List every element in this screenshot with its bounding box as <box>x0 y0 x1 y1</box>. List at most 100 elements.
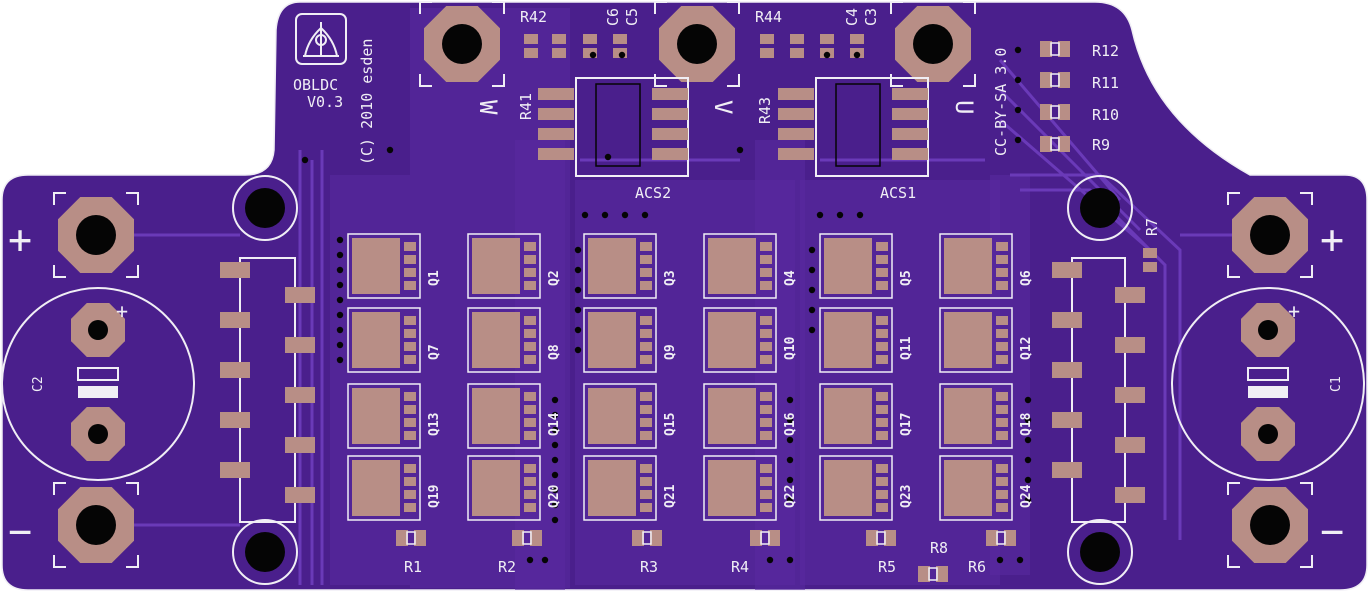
via <box>1024 476 1032 484</box>
res-label-r9: R9 <box>1092 136 1110 154</box>
silk-bracket <box>727 1 740 14</box>
phase-label-w: W <box>474 100 502 115</box>
mosfet-outline <box>467 233 541 299</box>
mosfet <box>703 455 777 521</box>
mosfet-tab <box>708 312 756 368</box>
ic-pin <box>892 148 928 160</box>
mosfet <box>703 383 777 449</box>
smd-pad <box>1058 72 1070 88</box>
mosfet-pin <box>640 242 652 251</box>
ic-pin <box>652 148 688 160</box>
ic-pin <box>892 128 928 140</box>
via <box>766 556 774 564</box>
copper-zone <box>990 175 1030 575</box>
mounting-hole <box>232 175 298 241</box>
mosfet-pin <box>404 392 416 401</box>
mosfet <box>939 383 1013 449</box>
smd-pad <box>1040 72 1052 88</box>
cap-plus-right: + <box>1288 299 1300 323</box>
via <box>386 146 394 154</box>
mosfet-pin <box>876 392 888 401</box>
mosfet <box>347 455 421 521</box>
mosfet-pin <box>524 342 536 351</box>
mosfet-pin <box>760 255 772 264</box>
polarity-plus-left: + <box>8 217 32 263</box>
ic-pin <box>538 148 574 160</box>
via <box>786 436 794 444</box>
mosfet-pin <box>876 316 888 325</box>
via <box>808 326 816 334</box>
smd-small <box>790 34 804 58</box>
via <box>786 556 794 564</box>
smd-pad <box>583 34 597 44</box>
smd-pad <box>918 566 930 582</box>
silk-bracket <box>963 1 976 14</box>
side-pad <box>1052 262 1082 278</box>
res-label-r43: R43 <box>756 97 774 124</box>
smd-pad <box>790 48 804 58</box>
smd-outline <box>406 531 416 545</box>
via <box>808 266 816 274</box>
smd-pad <box>1040 136 1052 152</box>
smd-pad <box>512 530 524 546</box>
ic-pin <box>652 88 688 100</box>
side-pad <box>1115 337 1145 353</box>
capacitor-hole <box>1258 320 1278 340</box>
mounting-hole-drill <box>245 188 285 228</box>
trace <box>1020 188 1167 520</box>
mosfet-pin <box>640 329 652 338</box>
silk-bracket <box>1227 482 1240 495</box>
mosfet <box>467 455 541 521</box>
via <box>574 346 582 354</box>
mosfet-pin <box>760 392 772 401</box>
mounting-hole-drill <box>1080 532 1120 572</box>
mosfet <box>703 233 777 299</box>
mosfet-pin <box>760 316 772 325</box>
smd-small <box>524 34 538 58</box>
mosfet-pin <box>876 342 888 351</box>
via <box>574 306 582 314</box>
via <box>604 153 612 161</box>
mosfet-pin <box>404 355 416 364</box>
mosfet-outline <box>819 455 893 521</box>
silk-bracket <box>654 1 667 14</box>
via <box>621 211 629 219</box>
mosfet <box>467 383 541 449</box>
side-pad <box>220 312 250 328</box>
copper-zone <box>330 175 410 585</box>
mosfet-outline <box>703 383 777 449</box>
smd-resistor-r7 <box>1143 248 1157 272</box>
mosfet-pin <box>996 503 1008 512</box>
oshw-tree-logo-icon <box>303 22 339 57</box>
smd-pad <box>524 48 538 58</box>
side-component <box>220 257 315 523</box>
terminal-hole <box>677 24 717 64</box>
smd-small <box>760 34 774 58</box>
smd-pad <box>1143 248 1157 258</box>
smd-outline <box>1050 73 1060 87</box>
via <box>336 326 344 334</box>
ic-acs2 <box>538 77 689 177</box>
mosfet-pin <box>876 431 888 440</box>
mosfet-pin <box>640 281 652 290</box>
smd-pad <box>760 48 774 58</box>
smd-pad <box>1058 104 1070 120</box>
smd-pad <box>396 530 408 546</box>
phase-label-u: U <box>950 100 978 114</box>
via <box>551 441 559 449</box>
res-label-r1: R1 <box>404 558 422 576</box>
mosfet <box>583 307 657 373</box>
smd-resistor <box>1040 72 1070 88</box>
smd-outline <box>522 531 532 545</box>
via <box>736 146 744 154</box>
mosfet-label: Q1 <box>427 270 442 286</box>
mosfet-tab <box>944 312 992 368</box>
smd-resistor <box>1040 136 1070 152</box>
mosfet-pin <box>640 477 652 486</box>
via <box>336 281 344 289</box>
mosfet-tab <box>352 238 400 294</box>
side-pad <box>285 487 315 503</box>
mosfet-pin <box>996 431 1008 440</box>
mosfet-tab <box>824 388 872 444</box>
mosfet-pin <box>404 316 416 325</box>
